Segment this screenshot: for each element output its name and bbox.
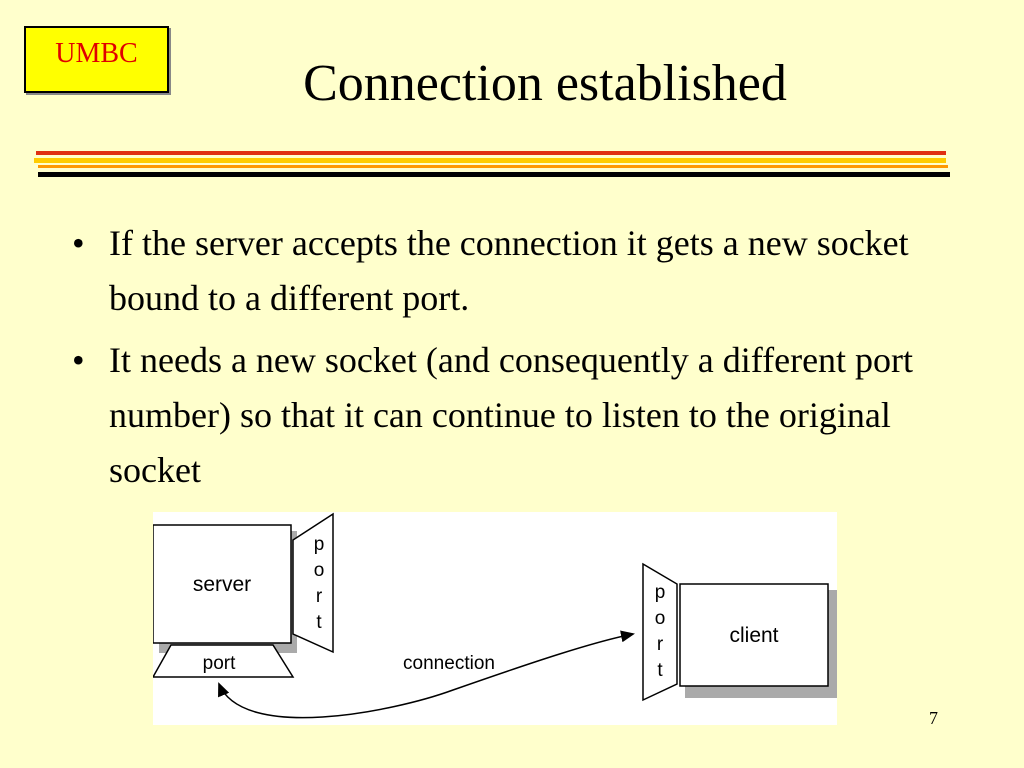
server-port-letter: o bbox=[314, 560, 325, 581]
header-rule-black bbox=[38, 172, 950, 177]
bullet-item: • It needs a new socket (and consequentl… bbox=[72, 333, 942, 498]
server-label: server bbox=[193, 573, 251, 596]
connection-arrow bbox=[218, 630, 635, 719]
page-number: 7 bbox=[929, 708, 938, 728]
client-label: client bbox=[729, 624, 778, 647]
socket-diagram-svg: server p o r t port client p o r t conne… bbox=[153, 512, 837, 719]
server-port-letter: r bbox=[316, 586, 323, 607]
socket-diagram: server p o r t port client p o r t conne… bbox=[153, 512, 837, 725]
server-port-letter: p bbox=[314, 534, 325, 555]
bullet-item: • If the server accepts the connection i… bbox=[72, 216, 942, 326]
header-rule-yellow bbox=[34, 158, 946, 163]
header-rule-orange bbox=[38, 165, 948, 168]
server-port-letter: t bbox=[316, 612, 322, 633]
bullet-text: It needs a new socket (and consequently … bbox=[109, 340, 914, 490]
client-box bbox=[679, 583, 829, 687]
connection-label: connection bbox=[403, 653, 495, 674]
umbc-logo: UMBC bbox=[24, 26, 169, 93]
server-box bbox=[153, 524, 292, 644]
slide-title: Connection established bbox=[303, 55, 787, 112]
client-port-letter: o bbox=[655, 608, 666, 629]
bullet-dot: • bbox=[72, 223, 85, 263]
bullet-list: • If the server accepts the connection i… bbox=[72, 216, 942, 505]
client-side-port bbox=[642, 562, 678, 702]
bullet-dot: • bbox=[72, 340, 85, 380]
client-port-letter: p bbox=[655, 582, 666, 603]
bullet-text: If the server accepts the connection it … bbox=[109, 223, 909, 318]
header-rule-red bbox=[36, 151, 946, 155]
client-port-letter: t bbox=[657, 660, 663, 681]
bottom-port-label: port bbox=[203, 653, 236, 674]
client-port-letter: r bbox=[657, 634, 664, 655]
